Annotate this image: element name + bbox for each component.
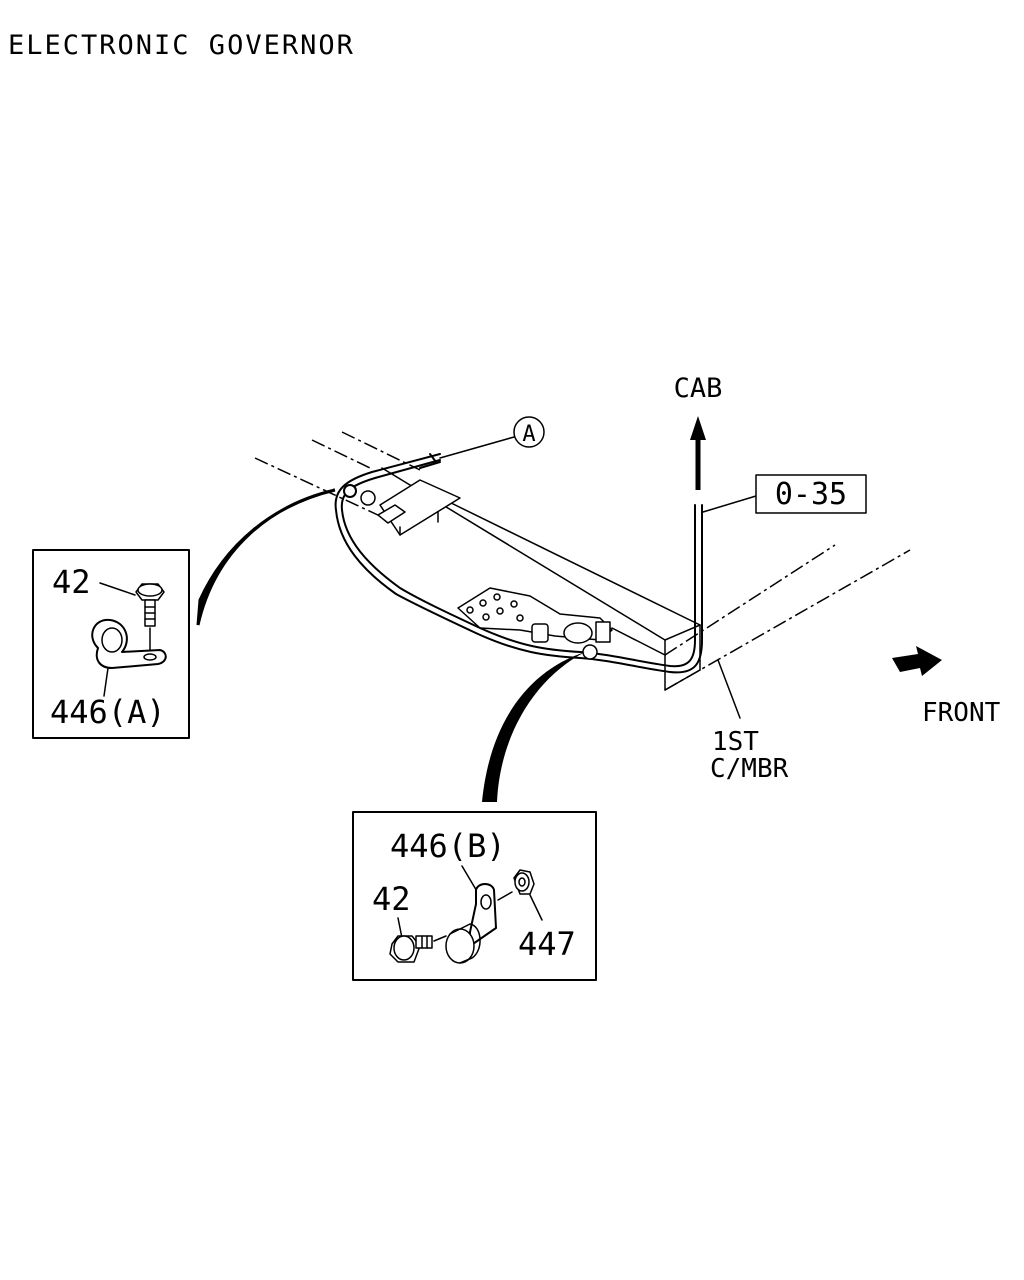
detail-b-bolt-label: 42 <box>372 880 411 918</box>
callout-a: A <box>439 416 545 459</box>
reference-label: 0-35 <box>775 477 847 512</box>
detail-b-nut-label: 447 <box>518 925 576 963</box>
bolt-icon <box>389 935 433 963</box>
wiring-harness <box>334 453 703 674</box>
callout-a-label: A <box>522 422 535 447</box>
detail-b-pointer <box>482 652 585 802</box>
front-label: FRONT <box>922 698 1001 728</box>
cross-member <box>381 467 701 691</box>
detail-a-pointer <box>196 488 336 626</box>
detail-box-b: 446(B) 42 447 <box>352 811 597 981</box>
detail-b-clip-label: 446(B) <box>390 827 506 865</box>
front-arrow-icon <box>892 646 942 676</box>
callout-circle-a <box>513 416 545 448</box>
nut-icon <box>513 869 535 895</box>
detail-a-bolt-label: 42 <box>52 563 91 601</box>
frame-centerlines <box>254 431 911 691</box>
member-label-line1: 1ST <box>712 727 759 757</box>
reference-box: 0-35 <box>702 474 867 514</box>
diagram-title: ELECTRONIC GOVERNOR <box>8 30 355 61</box>
clip-icon <box>91 618 167 669</box>
cab-direction: CAB <box>674 373 723 490</box>
upper-bracket <box>360 479 461 536</box>
member-label-line2: C/MBR <box>710 754 789 784</box>
member-callout: 1ST C/MBR <box>710 659 789 784</box>
detail-a-clip-label: 446(A) <box>50 693 166 731</box>
clip-icon <box>445 883 497 964</box>
cab-arrow-icon <box>690 416 706 440</box>
detail-box-a: 42 446(A) <box>32 549 190 739</box>
bolt-icon <box>135 583 165 627</box>
cab-label: CAB <box>674 373 723 404</box>
lower-bracket <box>457 587 613 644</box>
front-direction: FRONT <box>892 646 1001 728</box>
